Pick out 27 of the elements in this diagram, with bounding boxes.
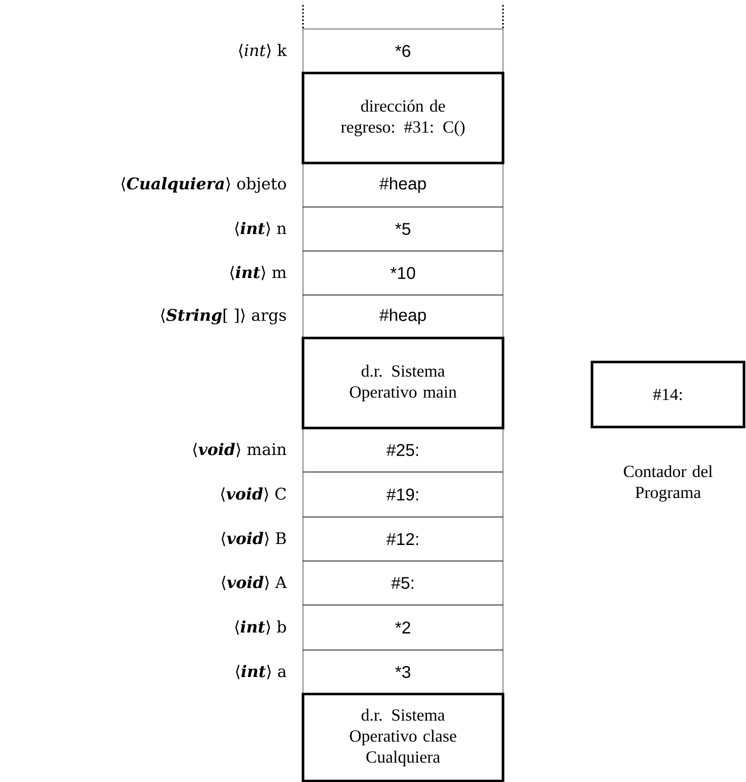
node-label: Contador del Programa	[624, 465, 712, 502]
stack-cell: *10	[302, 250, 504, 296]
variable-label: ⟨int⟩ a	[236, 664, 286, 680]
return-address-box: dirección de regreso: #31: C()	[302, 72, 504, 164]
stack-cell: #12:	[302, 516, 504, 562]
variable-label: ⟨String[ ]⟩ args	[161, 308, 286, 324]
variable-label: ⟨void⟩ B	[222, 532, 286, 546]
stack-cell: *5	[302, 206, 504, 252]
variable-label: ⟨int⟩ b	[235, 620, 286, 635]
stack-cell: #heap	[302, 162, 504, 208]
variable-label: ⟨void⟩ A	[222, 576, 287, 590]
variable-label: ⟨void⟩ main	[193, 442, 286, 458]
variable-label: ⟨Cualquiera⟩ objeto	[122, 177, 286, 193]
variable-label: ⟨int⟩ n	[235, 222, 286, 236]
variable-label: ⟨void⟩ C	[221, 487, 286, 502]
stack-cell: #25:	[302, 428, 504, 472]
stack-cell: #19:	[302, 472, 504, 518]
variable-label: ⟨int⟩ k	[239, 44, 287, 58]
stack-cell: #heap	[302, 294, 504, 338]
return-address-box: d.r. Sistema Operativo main	[302, 336, 504, 430]
return-address-box: d.r. Sistema Operativo clase Cualquiera	[302, 692, 504, 782]
stack-cell: *3	[302, 650, 504, 694]
stack-cell: #5:	[302, 560, 504, 606]
stack-cell: *6	[302, 28, 504, 74]
variable-label: ⟨int⟩ m	[230, 266, 286, 280]
program-counter-box: #14:	[590, 360, 746, 428]
stack-cell: *2	[302, 604, 504, 650]
